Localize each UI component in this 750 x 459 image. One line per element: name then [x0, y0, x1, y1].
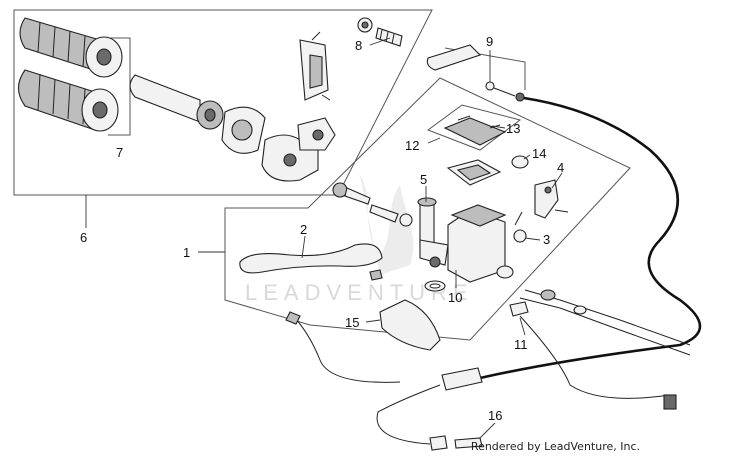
pivot-bolt-5 [417, 197, 437, 246]
switch-wiring [285, 301, 677, 451]
dust-boot-15 [379, 299, 441, 351]
callout-8: 8 [355, 38, 362, 53]
switch-bracket-4 [534, 179, 569, 219]
diaphragm [446, 159, 502, 186]
cable-end [519, 289, 691, 356]
callout-1: 1 [183, 245, 190, 260]
switch-bracket [299, 31, 331, 101]
screw-8 [357, 17, 403, 47]
left-grip-lower [17, 69, 119, 132]
callout-6: 6 [80, 230, 87, 245]
master-cylinder-body [419, 204, 514, 283]
push-rod [332, 182, 413, 227]
callout-7: 7 [116, 145, 123, 160]
callout-5: 5 [420, 172, 427, 187]
callout-4: 4 [557, 160, 564, 175]
callout-16: 16 [488, 408, 502, 423]
watermark: LEADVENTURE [245, 175, 468, 305]
callout-3: 3 [543, 232, 550, 247]
callout-14: 14 [532, 146, 546, 161]
callout-2: 2 [300, 222, 307, 237]
callout-9: 9 [486, 34, 493, 49]
master-cylinder-group-box [224, 77, 631, 341]
callout-11: 11 [514, 337, 528, 352]
throttle-pulley [221, 106, 266, 154]
reservoir-cover-box [426, 104, 522, 151]
callout-12: 12 [405, 138, 419, 153]
render-credit: Rendered by LeadVenture, Inc. [470, 440, 640, 453]
reservoir-cover-13 [443, 115, 507, 146]
oring-10 [424, 280, 446, 292]
throttle-tube [129, 74, 224, 130]
screw-3 [513, 211, 527, 243]
throttle-housing-upper [297, 117, 336, 151]
callout-13: 13 [506, 121, 520, 136]
callout-10: 10 [448, 290, 462, 305]
callout-15: 15 [345, 315, 359, 330]
leader-lines [85, 37, 563, 439]
brake-lever-2 [239, 243, 383, 281]
left-grip-upper [19, 17, 123, 78]
